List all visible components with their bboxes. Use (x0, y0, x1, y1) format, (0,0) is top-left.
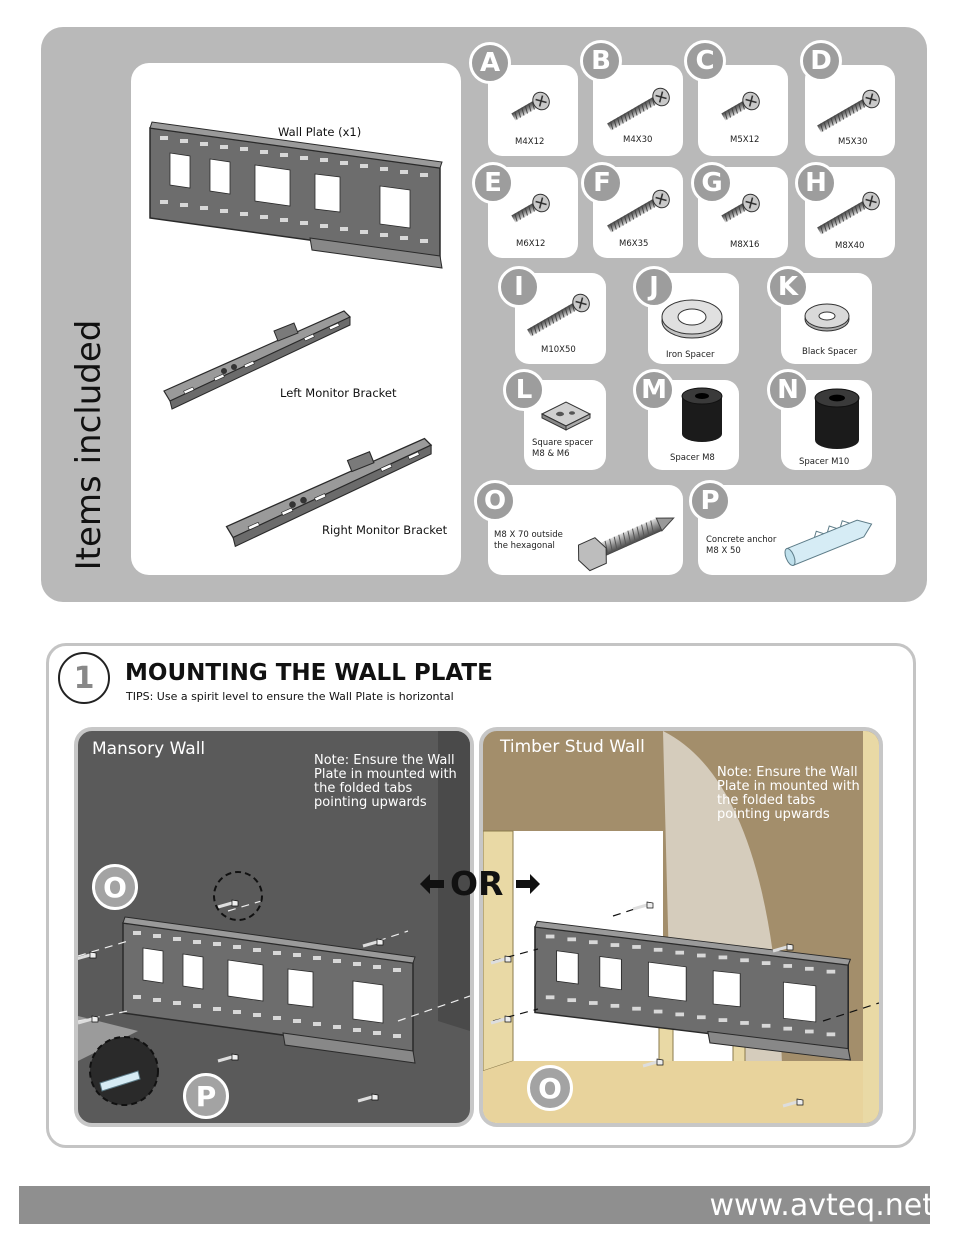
screw-m5x30-image (813, 86, 884, 136)
part-badge-p: P (689, 480, 731, 522)
part-label-h: M8X40 (835, 241, 865, 251)
timber-diagram (483, 731, 879, 1123)
part-label-f: M6X35 (619, 239, 649, 249)
part-card-o: M8 X 70 outside the hexagonal (488, 485, 683, 575)
part-label-k: Black Spacer (802, 347, 858, 357)
part-label-g: M8X16 (730, 240, 760, 250)
part-badge-h: H (795, 162, 837, 204)
hex-bolt-image (577, 517, 675, 572)
iron-spacer-image (661, 299, 723, 339)
screw-m5x12-image (718, 88, 764, 125)
items-included-title-text: Items included (69, 319, 109, 571)
timber-note: Note: Ensure the Wall Plate in mounted w… (717, 765, 860, 822)
part-label-p-line1: Concrete anchor (706, 535, 777, 545)
part-label-c: M5X12 (730, 135, 760, 145)
footer-bar (19, 1186, 930, 1224)
part-label-o-line2: the hexagonal (494, 541, 555, 551)
wall-plate-image (149, 121, 443, 269)
screw-m4x30-image (603, 84, 674, 134)
timber-wall-panel: Timber Stud Wall Note: Ensure the Wall P… (479, 727, 883, 1127)
part-label-a: M4X12 (515, 137, 545, 147)
part-label-l-line1: Square spacer (532, 438, 594, 448)
part-badge-o: O (474, 480, 516, 522)
timber-title: Timber Stud Wall (500, 737, 645, 757)
arrow-left-icon (420, 874, 444, 894)
part-badge-c: C (684, 40, 726, 82)
or-arrows (420, 874, 540, 894)
part-badge-i: I (498, 266, 540, 308)
masonry-title: Mansory Wall (92, 739, 206, 759)
right-monitor-bracket-label: Right Monitor Bracket (322, 523, 448, 537)
items-included-title: Items included (44, 320, 134, 571)
concrete-anchor-image (784, 519, 873, 566)
spacer-m10-image (814, 388, 860, 449)
step-number: 1 (58, 652, 110, 704)
black-spacer-image (804, 303, 850, 332)
part-label-i: M10X50 (541, 345, 576, 355)
part-label-e: M6X12 (516, 239, 546, 249)
footer-url[interactable]: www.avteq.net (709, 1188, 934, 1223)
screw-m6x12-image (508, 190, 554, 227)
main-parts-card: Wall Plate (x1) Left Monitor Bracket Rig… (131, 63, 461, 575)
part-badge-a: A (469, 42, 511, 84)
part-badge-e: E (472, 162, 514, 204)
part-label-n: Spacer M10 (799, 457, 850, 467)
part-badge-l: L (503, 369, 545, 411)
step-title: MOUNTING THE WALL PLATE (125, 660, 493, 686)
screw-m4x12-image (508, 88, 554, 125)
right-monitor-bracket-image (225, 437, 432, 548)
or-label: OR (450, 864, 504, 903)
part-label-o-line1: M8 X 70 outside (494, 530, 563, 540)
part-badge-n: N (767, 369, 809, 411)
square-spacer-image (540, 401, 592, 431)
timber-callout-o: O (527, 1065, 573, 1111)
part-badge-k: K (767, 266, 809, 308)
masonry-wall-panel: Mansory Wall Note: Ensure the Wall Plate… (74, 727, 474, 1127)
part-label-d: M5X30 (838, 137, 868, 147)
left-monitor-bracket-label: Left Monitor Bracket (280, 386, 397, 400)
part-label-m: Spacer M8 (670, 453, 715, 463)
arrow-right-icon (516, 874, 540, 894)
part-label-l-line2: M8 & M6 (532, 449, 570, 459)
part-card-p: Concrete anchor M8 X 50 (698, 485, 896, 575)
part-label-j: Iron Spacer (666, 350, 715, 360)
masonry-callout-o: O (92, 864, 138, 910)
step-tip: TIPS: Use a spirit level to ensure the W… (126, 690, 454, 703)
masonry-callout-p: P (183, 1073, 229, 1119)
spacer-m8-image (681, 387, 723, 442)
masonry-note: Note: Ensure the Wall Plate in mounted w… (314, 753, 457, 810)
part-badge-b: B (580, 40, 622, 82)
wall-plate-label: Wall Plate (x1) (278, 125, 362, 139)
part-badge-g: G (691, 162, 733, 204)
masonry-diagram (78, 731, 470, 1106)
part-badge-m: M (633, 369, 675, 411)
part-label-b: M4X30 (623, 135, 653, 145)
part-card-l: Square spacer M8 & M6 (524, 380, 606, 470)
left-monitor-bracket-image (163, 310, 351, 410)
part-badge-f: F (581, 162, 623, 204)
part-badge-d: D (800, 40, 842, 82)
part-badge-j: J (633, 266, 675, 308)
part-label-p-line2: M8 X 50 (706, 546, 741, 556)
part-card-a: M4X12 (488, 65, 578, 156)
